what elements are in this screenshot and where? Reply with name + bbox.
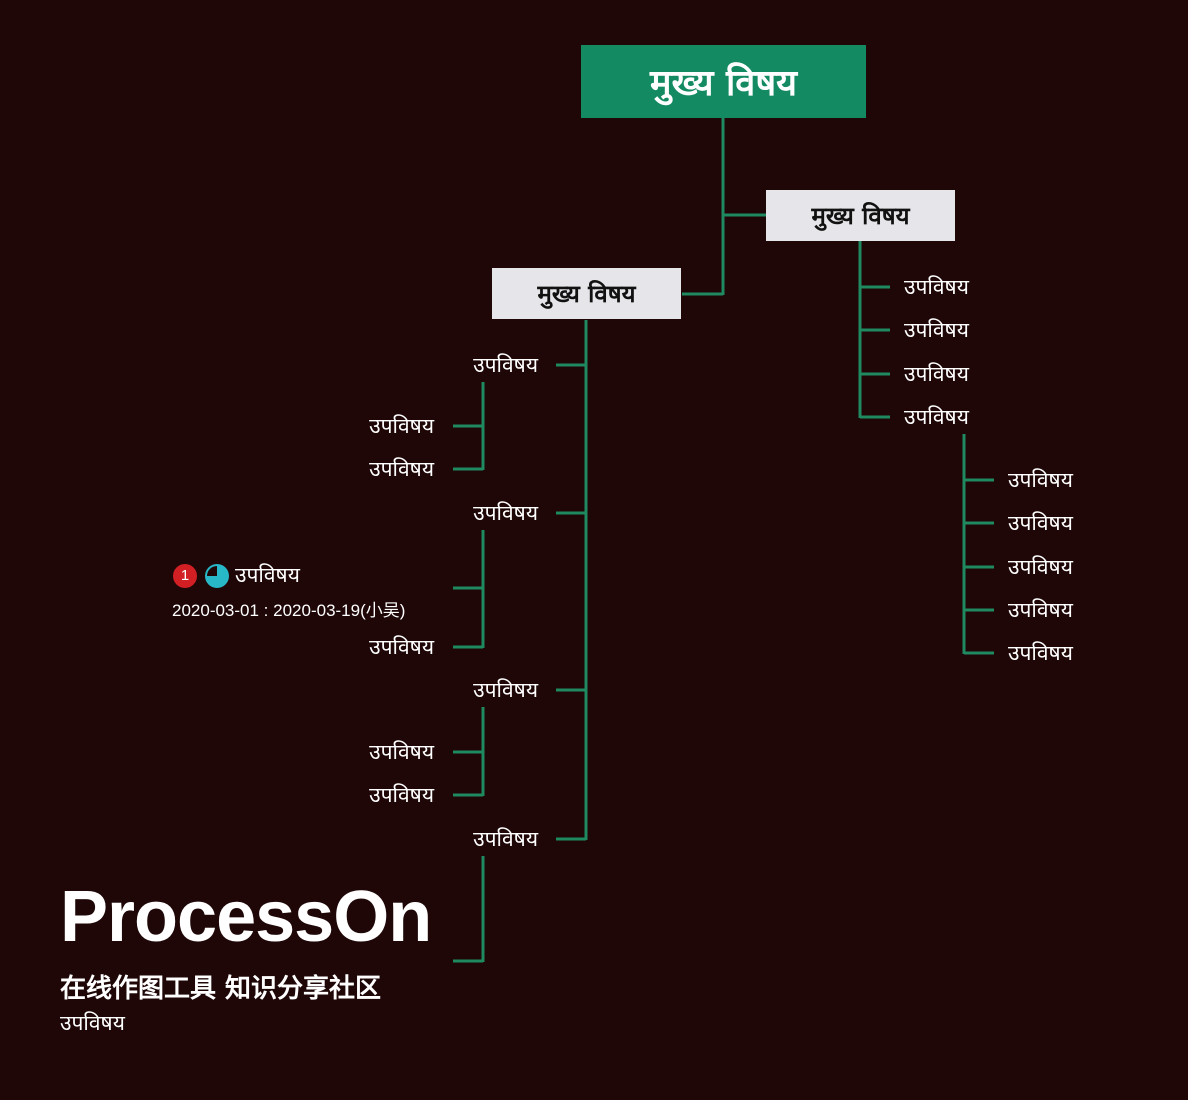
processon-tagline: 在线作图工具 知识分享社区 (60, 974, 382, 1004)
left-child-topic[interactable]: उपविषय (369, 740, 434, 764)
processon-logo: ProcessOn (60, 877, 432, 957)
right-child-topic[interactable]: उपविषय (1008, 641, 1073, 665)
right-subtopic[interactable]: उपविषय (904, 362, 969, 386)
priority-1-icon: 1 (173, 564, 197, 588)
right-child-topic[interactable]: उपविषय (1008, 598, 1073, 622)
left-group-topic[interactable]: उपविषय (473, 827, 538, 851)
left-group-topic[interactable]: उपविषय (473, 678, 538, 702)
progress-three-quarter-icon (205, 564, 229, 588)
task-date-range: 2020-03-01 : 2020-03-19(小吴) (172, 601, 406, 620)
right-subtopic[interactable]: उपविषय (904, 318, 969, 342)
left-group-topic[interactable]: उपविषय (473, 353, 538, 377)
left-child-topic[interactable]: उपविषय (369, 457, 434, 481)
root-topic[interactable]: मुख्य विषय (581, 45, 866, 118)
left-child-topic[interactable]: उपविषय (369, 414, 434, 438)
main-topic-left[interactable]: मुख्य विषय (492, 268, 681, 319)
left-child-topic[interactable]: उपविषय (369, 635, 434, 659)
left-child-topic[interactable]: उपविषय (369, 783, 434, 807)
task-topic-label[interactable]: उपविषय (235, 563, 300, 587)
left-child-topic[interactable]: उपविषय (60, 1011, 125, 1035)
right-child-topic[interactable]: उपविषय (1008, 555, 1073, 579)
right-subtopic[interactable]: उपविषय (904, 405, 969, 429)
left-group-topic[interactable]: उपविषय (473, 501, 538, 525)
right-child-topic[interactable]: उपविषय (1008, 511, 1073, 535)
main-topic-right[interactable]: मुख्य विषय (766, 190, 955, 241)
right-child-topic[interactable]: उपविषय (1008, 468, 1073, 492)
right-subtopic[interactable]: उपविषय (904, 275, 969, 299)
